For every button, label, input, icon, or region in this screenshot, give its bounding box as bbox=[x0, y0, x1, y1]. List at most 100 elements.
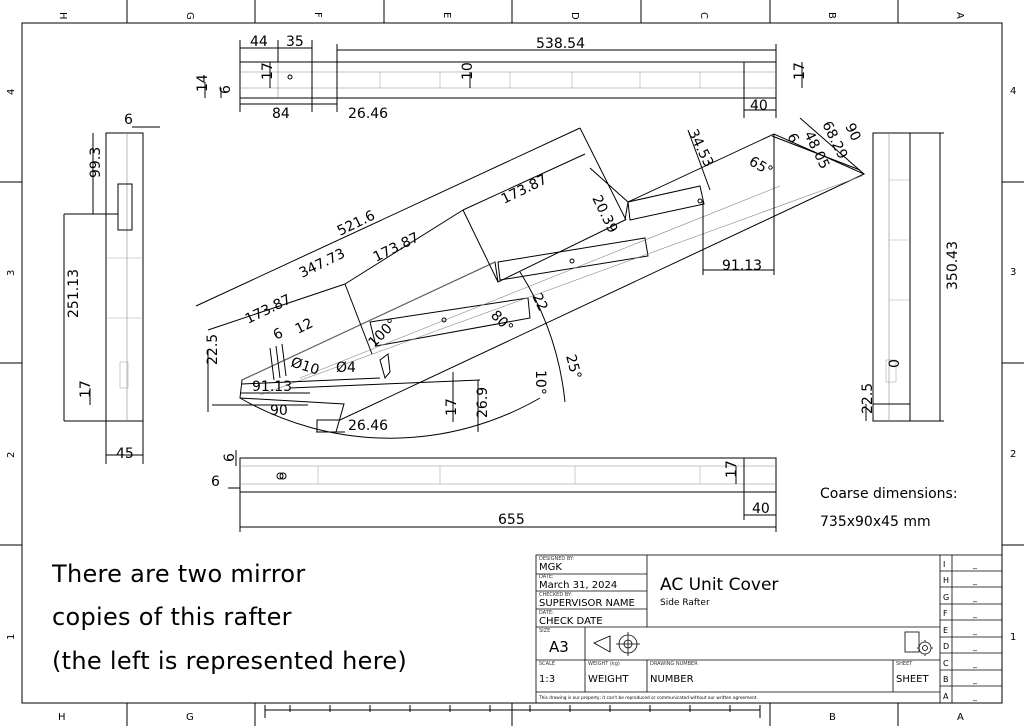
rev-value-e: _ bbox=[972, 626, 978, 635]
dim-91-13-right: 91.13 bbox=[722, 258, 762, 274]
zone-left-3: 3 bbox=[6, 270, 17, 276]
zone-bottom-g: G bbox=[186, 712, 194, 723]
dim-34-53: 34.53 bbox=[684, 127, 716, 170]
right-side-view-dims: 350.43 22.5 0 bbox=[860, 241, 961, 414]
coarse-dimensions-value: 735x90x45 mm bbox=[820, 514, 931, 530]
zone-top-c: C bbox=[698, 12, 709, 19]
rev-value-d: _ bbox=[972, 642, 978, 651]
rev-letter-c: C bbox=[943, 659, 949, 668]
top-view-dims: 44 35 538.54 17 14 6 10 17 84 26.46 40 bbox=[195, 34, 808, 122]
dim-91-13-left: 91.13 bbox=[252, 379, 292, 395]
dim-12: 12 bbox=[293, 315, 316, 337]
dim-26-9: 26.9 bbox=[475, 387, 491, 418]
size-label: SIZE bbox=[539, 628, 550, 634]
zone-top-b: B bbox=[826, 12, 837, 19]
dim-6-iso-b: 6 bbox=[271, 325, 286, 343]
rev-letter-a: A bbox=[943, 692, 949, 701]
dim-dia-4: Ø4 bbox=[336, 360, 356, 376]
mirror-note-line2: copies of this rafter bbox=[52, 603, 292, 631]
dim-173-87-b: 173.87 bbox=[371, 230, 422, 266]
dim-10-deg: 10° bbox=[532, 370, 548, 395]
zone-left-4: 4 bbox=[6, 89, 17, 95]
drawing-subtitle: Side Rafter bbox=[660, 598, 710, 608]
drawing-number-value: NUMBER bbox=[650, 674, 694, 685]
rev-letter-d: D bbox=[943, 642, 949, 651]
rev-value-i: _ bbox=[972, 560, 978, 569]
rev-value-a: _ bbox=[972, 692, 978, 701]
rev-letter-i: I bbox=[943, 560, 945, 569]
designed-by-value: MGK bbox=[539, 562, 562, 573]
zone-top-e: E bbox=[441, 12, 452, 18]
zone-top-f: F bbox=[312, 12, 323, 18]
gear-icon bbox=[904, 631, 933, 656]
rev-letter-f: F bbox=[943, 609, 948, 618]
bottom-view bbox=[228, 450, 777, 532]
zone-right-4: 4 bbox=[1010, 86, 1016, 97]
dim-17-iso: 17 bbox=[444, 398, 460, 416]
dim-538: 538.54 bbox=[536, 36, 585, 52]
zone-bottom-b: B bbox=[829, 712, 836, 723]
dim-10-top: 10 bbox=[460, 62, 476, 80]
rev-letter-b: B bbox=[943, 675, 949, 684]
dim-40-bottom: 40 bbox=[752, 501, 770, 517]
dim-22: 22 bbox=[528, 291, 550, 314]
dim-0-right: 0 bbox=[887, 359, 903, 368]
left-side-view bbox=[63, 126, 160, 464]
dim-26-46-iso: 26.46 bbox=[348, 418, 388, 434]
drawing-title: AC Unit Cover bbox=[660, 575, 778, 595]
dim-25-deg: 25° bbox=[562, 353, 584, 381]
checked-by-value: SUPERVISOR NAME bbox=[539, 598, 635, 609]
drawing-number-label: DRAWING NUMBER bbox=[650, 661, 698, 667]
checked-by-label: CHECKED BY: bbox=[539, 592, 572, 598]
dim-173-87-a: 173.87 bbox=[243, 292, 294, 328]
title-block bbox=[535, 554, 1003, 704]
dim-26-46-top: 26.46 bbox=[348, 106, 388, 122]
dim-17-bottom: 17 bbox=[724, 460, 740, 478]
zone-left-1: 1 bbox=[6, 634, 17, 640]
dim-173-87-c: 173.87 bbox=[499, 172, 550, 208]
dim-6-bottom-b: 6 bbox=[211, 474, 220, 490]
sheet-label: SHEET bbox=[896, 661, 913, 667]
dim-80-deg: 80° bbox=[487, 308, 516, 337]
coarse-dimensions-label: Coarse dimensions: bbox=[820, 486, 958, 502]
zone-right-2: 2 bbox=[1010, 449, 1016, 460]
dim-84: 84 bbox=[272, 106, 290, 122]
rev-letter-e: E bbox=[943, 626, 948, 635]
title-block-text: DESIGNED BY: MGK DATE: March 31, 2024 CH… bbox=[538, 556, 978, 701]
date-value: March 31, 2024 bbox=[539, 580, 617, 591]
rev-value-b: _ bbox=[972, 675, 978, 684]
weight-label: WEIGHT (kg) bbox=[588, 661, 620, 667]
scale-label: SCALE bbox=[539, 661, 555, 667]
dim-14: 14 bbox=[195, 74, 211, 92]
dim-6-left: 6 bbox=[124, 112, 133, 128]
zone-left-2: 2 bbox=[6, 452, 17, 458]
dim-44: 44 bbox=[250, 34, 268, 50]
rev-letter-g: G bbox=[943, 593, 949, 602]
zone-top-h: H bbox=[57, 12, 68, 20]
zone-top-d: D bbox=[569, 12, 580, 20]
zone-bottom-a: A bbox=[957, 712, 964, 723]
rev-value-f: _ bbox=[972, 609, 978, 618]
zone-labels: H G F E D C B A H G B A 4 3 2 1 4 3 2 1 bbox=[6, 12, 1016, 723]
dim-347-73: 347.73 bbox=[297, 246, 348, 282]
top-view bbox=[204, 40, 803, 118]
date-label: DATE: bbox=[539, 574, 554, 580]
zone-top-a: A bbox=[954, 12, 965, 19]
left-side-view-dims: 6 99.3 251.13 17 45 bbox=[66, 112, 134, 462]
dim-dia-10: Ø10 bbox=[289, 355, 321, 379]
dim-45: 45 bbox=[116, 446, 134, 462]
dim-350-43: 350.43 bbox=[945, 241, 961, 290]
rev-value-c: _ bbox=[972, 659, 978, 668]
dim-521-6: 521.6 bbox=[335, 208, 378, 240]
rev-letter-h: H bbox=[943, 576, 949, 585]
dim-22-5-right: 22.5 bbox=[860, 383, 876, 414]
rev-value-g: _ bbox=[972, 593, 978, 602]
weight-value: WEIGHT bbox=[588, 674, 629, 685]
scale-value: 1:3 bbox=[539, 674, 555, 685]
dim-99-3: 99.3 bbox=[88, 147, 104, 178]
disclaimer: This drawing is our property; it can't b… bbox=[538, 695, 758, 701]
dim-90-top: 90 bbox=[841, 121, 863, 144]
rev-value-h: _ bbox=[972, 576, 978, 585]
